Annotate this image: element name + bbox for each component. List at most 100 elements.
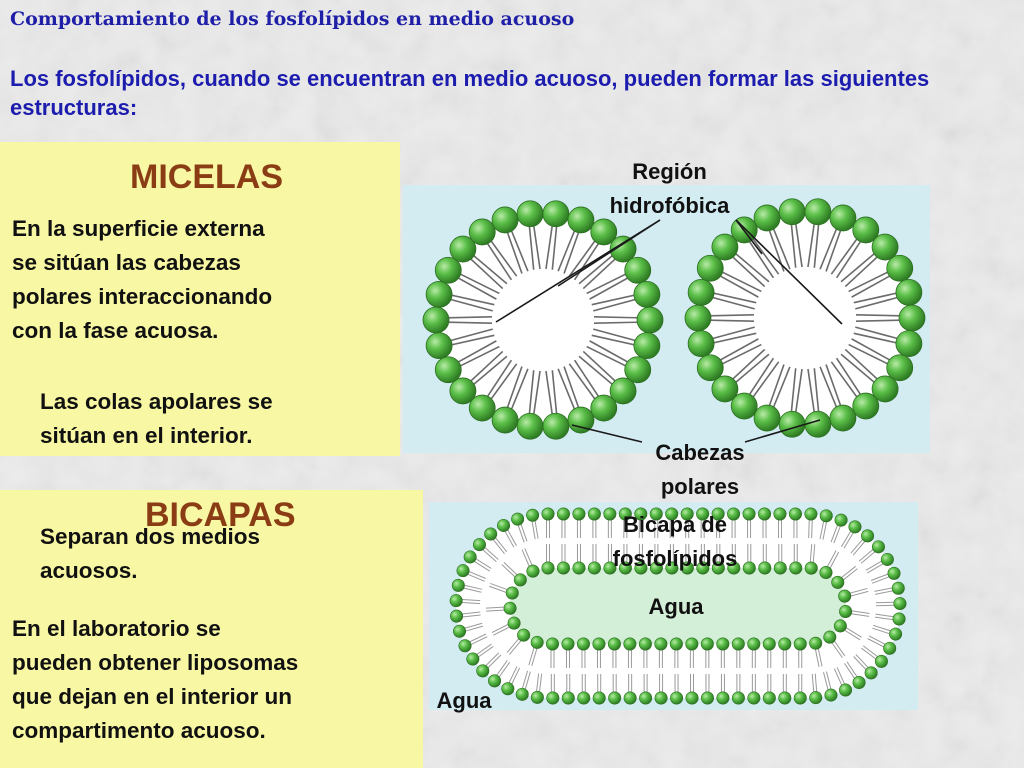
polar-head [848,520,862,534]
micelle-right [684,198,926,438]
polar-head [577,691,591,705]
polar-head [731,691,745,705]
polar-head [711,561,725,575]
polar-head [587,561,601,575]
polar-head [466,652,480,666]
polar-head [833,619,847,633]
polar-head [603,507,617,521]
polar-head [567,406,595,434]
polar-head [758,561,772,575]
polar-head [451,578,465,592]
polar-head [425,280,453,308]
polar-head [804,198,832,226]
polar-head [789,561,803,575]
polar-head [839,683,853,697]
label-line: Región [632,159,707,184]
outer-water-label: Agua [436,688,492,713]
intro-text: Los fosfolípidos, cuando se encuentran e… [10,66,930,120]
polar-head [623,691,637,705]
polar-head [778,637,792,651]
polar-head [700,691,714,705]
polar-head [665,561,679,575]
polar-head [472,538,486,552]
polar-head [829,204,857,232]
polar-head [434,356,462,384]
polar-head [727,561,741,575]
polar-head [590,394,618,422]
polar-head [804,507,818,521]
polar-head [517,628,531,642]
polar-head [880,552,894,566]
polar-head [700,637,714,651]
polar-head [513,573,527,587]
text-line: que dejan en el interior un [12,684,293,709]
polar-head [893,597,907,611]
polar-head [634,561,648,575]
label-line: fosfolípidos [612,546,738,571]
polar-head [572,507,586,521]
polar-head [742,507,756,521]
polar-head [711,375,739,403]
polar-head [463,550,477,564]
polar-head [491,206,519,234]
polar-head [711,507,725,521]
polar-head [561,691,575,705]
text-line: se sitúan las cabezas [12,250,241,275]
liposome-bilayer [449,507,907,705]
polar-head [484,527,498,541]
polar-head [758,507,772,521]
polar-head [886,254,914,282]
text-line: sitúan en el interior. [40,423,253,448]
polar-head [541,507,555,521]
polar-head [871,375,899,403]
polar-head [696,561,710,575]
polar-head [634,507,648,521]
polar-head [638,637,652,651]
polar-head [556,561,570,575]
polar-head [871,233,899,261]
text-line: compartimento acuoso. [12,718,266,743]
polar-head [449,377,477,405]
polar-head [898,304,926,332]
polar-head [852,676,866,690]
polar-head [685,637,699,651]
polar-head [468,218,496,246]
polar-head [887,566,901,580]
polar-head [633,280,661,308]
polar-head [834,513,848,527]
micelas-description: En la superficie externa se sitúan las c… [12,212,272,348]
polar-head [895,278,923,306]
polar-head [886,354,914,382]
polar-head [545,637,559,651]
polar-head [793,691,807,705]
hydrophobic-region-label: Región hidrofóbica [582,155,757,223]
polar-head [425,332,453,360]
polar-head [623,637,637,651]
polar-head [505,586,519,600]
polar-head [889,627,903,641]
polar-head [624,356,652,384]
polar-head [561,637,575,651]
polar-head [526,564,540,578]
polar-head [838,589,852,603]
polar-head [829,404,857,432]
polar-head [608,691,622,705]
polar-head [576,637,590,651]
polar-head [491,406,519,434]
micelle-left [422,200,664,440]
polar-head [804,410,832,438]
text-line: Separan dos medios [40,524,261,549]
micelas-tails-note: Las colas apolares se sitúan en el inter… [40,385,273,453]
polar-head [572,561,586,575]
polar-head [422,306,450,334]
polar-head [649,507,663,521]
polar-head [895,330,923,358]
polar-head [516,412,544,440]
micelas-panel [0,142,400,456]
polar-head [711,233,739,261]
polar-head [696,354,724,382]
polar-head [639,691,653,705]
polar-head [852,392,880,420]
polar-head [546,691,560,705]
polar-head [665,507,679,521]
